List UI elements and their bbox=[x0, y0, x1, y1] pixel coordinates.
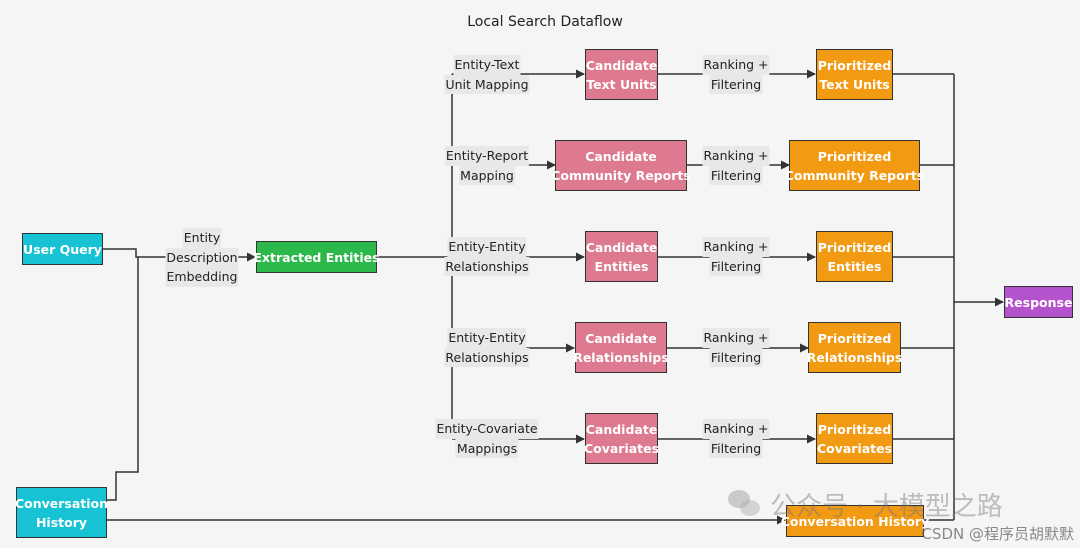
node-extracted-entities: Extracted Entities bbox=[253, 241, 380, 273]
edge-conversation-history-to-extracted-entities bbox=[106, 257, 139, 501]
node-candidate-covariates: Candidate Covariates bbox=[584, 413, 659, 464]
node-prioritized-entities: Prioritized Entities bbox=[816, 231, 893, 282]
edge-label-entity-report-mapping: Entity-Report Mapping bbox=[444, 146, 530, 185]
edge-label-entity-description-embedding: Entity Description Embedding bbox=[165, 228, 239, 287]
edge-label-ranking-filtering: Ranking + Filtering bbox=[702, 328, 770, 367]
node-candidate-entities: Candidate Entities bbox=[585, 231, 658, 282]
node-candidate-text-units: Candidate Text Units bbox=[585, 49, 658, 100]
node-prioritized-community-reports: Prioritized Community Reports bbox=[785, 140, 924, 191]
node-conversation-history-output: Conversation History bbox=[781, 505, 929, 537]
node-prioritized-relationships: Prioritized Relationships bbox=[807, 322, 902, 373]
wechat-watermark: 公众号 · 大模型之路 bbox=[728, 486, 1003, 523]
csdn-watermark: CSDN @程序员胡默默 bbox=[921, 525, 1074, 543]
edge-label-entity-text-unit-mapping: Entity-Text Unit Mapping bbox=[444, 55, 530, 94]
node-candidate-community-reports: Candidate Community Reports bbox=[551, 140, 691, 191]
edge-label-entity-entity-relationships-2: Entity-Entity Relationships bbox=[444, 328, 530, 367]
diagram-title: Local Search Dataflow bbox=[467, 14, 623, 30]
edge-label-ranking-filtering: Ranking + Filtering bbox=[702, 419, 770, 458]
edge-label-ranking-filtering: Ranking + Filtering bbox=[702, 237, 770, 276]
node-response: Response bbox=[1004, 286, 1073, 318]
edge-label-ranking-filtering: Ranking + Filtering bbox=[702, 146, 770, 185]
wechat-icon bbox=[728, 489, 762, 520]
node-conversation-history-input: Conversation History bbox=[15, 487, 108, 538]
node-prioritized-covariates: Prioritized Covariates bbox=[816, 413, 893, 464]
node-prioritized-text-units: Prioritized Text Units bbox=[816, 49, 893, 100]
node-user-query: User Query bbox=[22, 233, 103, 265]
node-candidate-relationships: Candidate Relationships bbox=[573, 322, 669, 373]
edge-label-entity-entity-relationships-1: Entity-Entity Relationships bbox=[444, 237, 530, 276]
edge-label-ranking-filtering: Ranking + Filtering bbox=[702, 55, 770, 94]
edge-label-entity-covariate-mappings: Entity-Covariate Mappings bbox=[435, 419, 539, 458]
wechat-watermark-text: 公众号 · 大模型之路 bbox=[770, 492, 1003, 522]
